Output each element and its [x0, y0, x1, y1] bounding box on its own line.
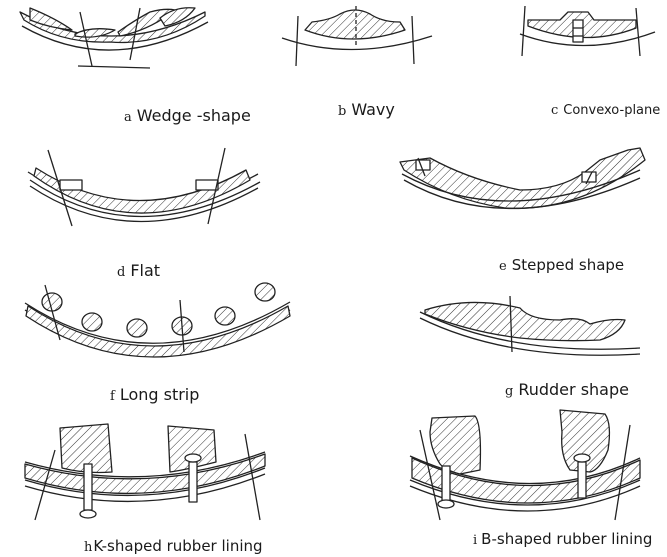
caption-f: f Long strip	[110, 385, 199, 404]
caption-d: d Flat	[117, 261, 160, 280]
caption-e-text: Stepped shape	[511, 256, 625, 274]
figure-h-k-shaped-drawing	[24, 423, 266, 521]
figure-e-stepped-drawing	[399, 147, 646, 210]
caption-f-text: Long strip	[119, 385, 200, 404]
figure-g-rudder-drawing	[419, 295, 641, 356]
figure-f-long-strip-drawing	[24, 282, 291, 358]
caption-g-text: Rudder shape	[518, 380, 629, 399]
figure-c-convexo-plane-drawing	[519, 5, 656, 57]
caption-b-letter: b	[338, 104, 347, 119]
caption-b: b Wavy	[338, 100, 395, 119]
figure-a-wedge-drawing	[19, 7, 209, 69]
caption-a: a Wedge -shape	[124, 106, 251, 125]
caption-d-text: Flat	[130, 261, 161, 280]
caption-c-text: Convexo-plane	[563, 103, 661, 118]
caption-e: e Stepped shape	[499, 255, 624, 274]
caption-i-letter: i	[473, 533, 478, 548]
caption-d-letter: d	[117, 265, 126, 280]
caption-h: hK-shaped rubber lining	[84, 536, 263, 555]
figure-d-flat-drawing	[27, 147, 261, 227]
caption-g-letter: g	[505, 384, 514, 399]
caption-a-letter: a	[124, 110, 132, 125]
caption-a-text: Wedge -shape	[136, 106, 251, 125]
caption-e-letter: e	[499, 259, 507, 274]
figure-b-wavy-drawing	[281, 6, 433, 67]
caption-h-letter: h	[84, 540, 93, 555]
caption-h-text: K-shaped rubber lining	[93, 537, 263, 555]
figure-i-b-shaped-drawing	[409, 409, 641, 521]
caption-b-text: Wavy	[351, 100, 395, 119]
caption-f-letter: f	[110, 389, 115, 404]
caption-c-letter: c	[551, 103, 559, 118]
caption-c: c Convexo-plane	[551, 99, 660, 118]
caption-g: g Rudder shape	[505, 380, 629, 399]
caption-i-text: B-shaped rubber lining	[481, 530, 653, 548]
